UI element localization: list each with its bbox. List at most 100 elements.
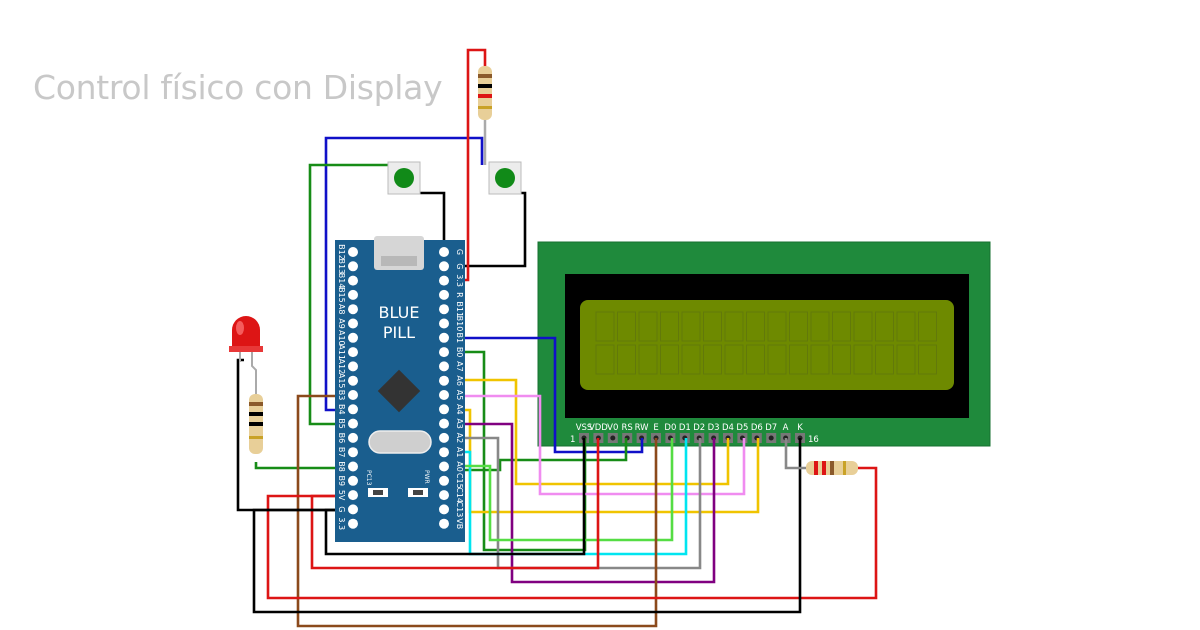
- board-pin[interactable]: [348, 304, 358, 315]
- lcd-char-cell: [660, 344, 679, 375]
- resistor-top[interactable]: [478, 66, 492, 120]
- board-pin[interactable]: [439, 375, 449, 386]
- lcd-char-cell: [875, 344, 894, 375]
- resistor-backlight[interactable]: [806, 461, 858, 475]
- board-pin-label: A9: [337, 318, 346, 329]
- board-pin[interactable]: [348, 432, 358, 443]
- lcd-character-grid: [595, 311, 937, 375]
- board-pin[interactable]: [439, 475, 449, 486]
- wire-lightgreen: [444, 438, 674, 542]
- board-pin[interactable]: [348, 275, 358, 286]
- board-pin[interactable]: [348, 318, 358, 329]
- board-pin[interactable]: [348, 247, 358, 257]
- resistor-led[interactable]: [249, 394, 263, 454]
- board-pin[interactable]: [348, 361, 358, 372]
- board-name-line2: PILL: [383, 323, 415, 342]
- board-pin[interactable]: [439, 304, 449, 315]
- board-pin[interactable]: [348, 461, 358, 472]
- board-pin-label: A15: [337, 373, 346, 389]
- lcd-char-cell: [875, 311, 894, 342]
- lcd-pin-label: D7: [765, 423, 777, 433]
- board-pin[interactable]: [348, 475, 358, 486]
- lcd-char-cell: [595, 311, 615, 342]
- lcd-pin-label: RS: [622, 423, 633, 433]
- board-pin[interactable]: [439, 447, 449, 458]
- board-pin-label: C14: [455, 487, 464, 503]
- board-pin-label: A3: [455, 418, 464, 429]
- lcd-char-cell: [767, 344, 787, 375]
- board-pin-label: B0: [455, 347, 464, 358]
- board-pin[interactable]: [439, 261, 449, 272]
- board-pin[interactable]: [348, 504, 358, 515]
- wire-green-led: [254, 462, 342, 470]
- lcd-pin-label: D4: [722, 423, 734, 433]
- board-pin[interactable]: [348, 518, 358, 529]
- board-pin-label: C13: [455, 502, 464, 518]
- push-button-1[interactable]: [387, 161, 421, 195]
- crystal-icon: [368, 430, 432, 454]
- board-pin[interactable]: [439, 418, 449, 429]
- lcd-pin-label: D1: [679, 423, 691, 433]
- board-pin-label: 3.3: [337, 517, 346, 530]
- board-pin[interactable]: [439, 490, 449, 501]
- board-pin[interactable]: [439, 461, 449, 472]
- board-pin[interactable]: [439, 404, 449, 415]
- board-pin[interactable]: [348, 447, 358, 458]
- lcd-char-cell: [617, 344, 636, 375]
- board-pin-label: VB: [455, 518, 464, 529]
- lcd-char-cell: [789, 311, 808, 342]
- board-pin[interactable]: [439, 361, 449, 372]
- board-pin[interactable]: [439, 318, 449, 329]
- board-pin[interactable]: [348, 418, 358, 429]
- board-pin[interactable]: [348, 390, 358, 400]
- blue-pill-board[interactable]: BLUE PILL PC13 PWR B12B13B14B15A8A9A10A1…: [335, 236, 465, 542]
- lcd-char-cell: [789, 344, 808, 375]
- board-pin-label: A0: [455, 461, 464, 472]
- board-pin[interactable]: [348, 261, 358, 272]
- lcd-char-cell: [660, 311, 679, 342]
- button-cap-icon: [394, 168, 414, 188]
- board-pin-label: G: [337, 506, 346, 512]
- lcd-char-cell: [810, 311, 830, 342]
- push-button-2[interactable]: [488, 161, 522, 195]
- lcd-char-cell: [918, 311, 937, 342]
- board-pin[interactable]: [348, 404, 358, 415]
- lcd-char-cell: [595, 344, 615, 375]
- lcd-char-cell: [767, 311, 787, 342]
- lcd-char-cell: [703, 311, 722, 342]
- board-pin[interactable]: [439, 390, 449, 400]
- lcd-char-cell: [896, 344, 916, 375]
- lcd-char-cell: [918, 344, 937, 375]
- board-pin-label: A5: [455, 390, 464, 401]
- lcd-pin-label: RW: [635, 423, 650, 433]
- board-pin-label: B4: [337, 404, 346, 415]
- lcd-char-cell: [853, 344, 873, 375]
- board-pin[interactable]: [439, 504, 449, 515]
- board-pin[interactable]: [439, 289, 449, 300]
- lcd-pin-label: D6: [751, 423, 763, 433]
- board-pin[interactable]: [348, 332, 358, 343]
- board-name-line1: BLUE: [379, 303, 420, 322]
- lcd-char-cell: [832, 344, 851, 375]
- board-pin[interactable]: [348, 375, 358, 386]
- board-pin[interactable]: [348, 289, 358, 300]
- board-pin[interactable]: [439, 332, 449, 343]
- board-pins-right: GG3.3RB11B10B1B0A7A6A5A4A3A2A1A0C15C14C1…: [439, 247, 464, 529]
- board-pin[interactable]: [439, 275, 449, 286]
- board-pin[interactable]: [348, 490, 358, 501]
- lcd-pin-first-label: 1: [570, 435, 575, 445]
- board-pin[interactable]: [439, 347, 449, 358]
- board-pin-label: A12: [337, 359, 346, 375]
- lcd-char-cell: [832, 311, 851, 342]
- board-pin-label: B5: [337, 418, 346, 429]
- board-pin[interactable]: [439, 432, 449, 443]
- board-pin[interactable]: [439, 247, 449, 257]
- board-pin[interactable]: [439, 518, 449, 529]
- lcd-pin-last-label: 16: [808, 435, 819, 445]
- board-pin[interactable]: [348, 347, 358, 358]
- board-pin-label: B13: [337, 258, 346, 274]
- red-led[interactable]: [229, 316, 263, 380]
- lcd-pin-label: D0: [664, 423, 676, 433]
